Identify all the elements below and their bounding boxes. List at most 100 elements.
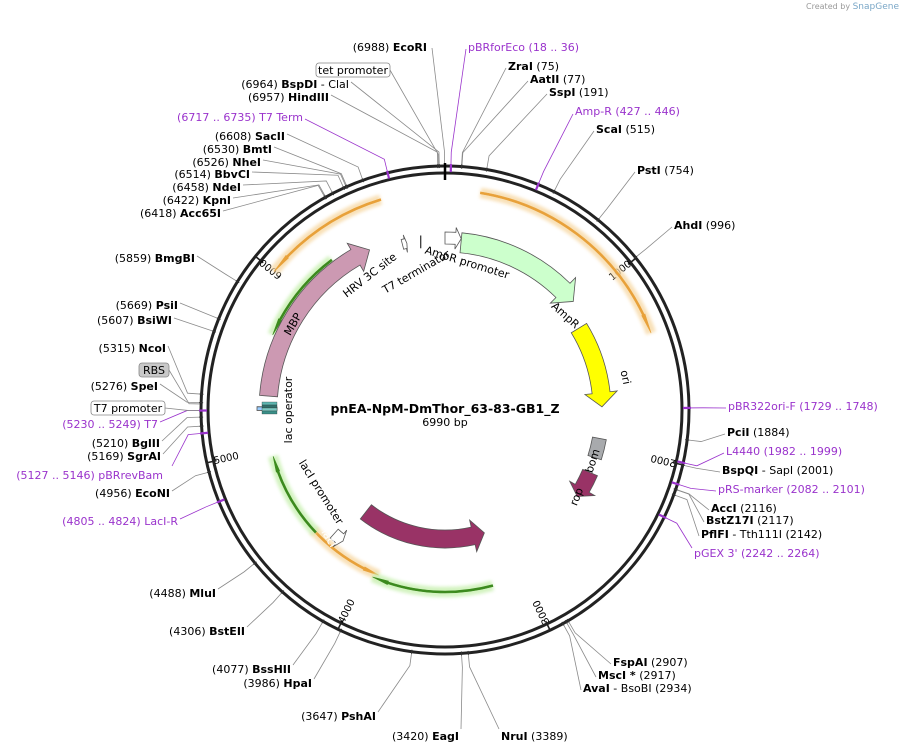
enzyme-site-aatii[interactable]: AatII (77) [530, 73, 585, 86]
enzyme-leader-line [313, 631, 341, 680]
primer-site-amp-r[interactable]: Amp-R (427 .. 446) [575, 105, 680, 118]
primer-leader-line [537, 113, 574, 187]
enzyme-site-scai[interactable]: ScaI (515) [596, 123, 655, 136]
tick-label-3000: 3000 [531, 598, 552, 626]
feature-tag-box [315, 62, 391, 78]
primer-site-laci-r[interactable]: (4805 .. 4824) LacI-R [62, 515, 178, 528]
enzyme-label: (6418) Acc65I [140, 207, 221, 220]
primer-site-l4440[interactable]: L4440 (1982 .. 1999) [726, 445, 842, 458]
enzyme-position: (515) [622, 123, 655, 136]
enzyme-site-ecori[interactable]: (6988) EcoRI [353, 41, 427, 54]
feature-arrow-hrv-3c-site[interactable] [400, 234, 408, 253]
feature-arrow-ori[interactable] [570, 322, 619, 408]
enzyme-site-bsiwi[interactable]: (5607) BsiWI [97, 314, 172, 327]
feature-label-ampr: AmpR [549, 300, 582, 332]
enzyme-site-nhei[interactable]: (6526) NheI [192, 156, 261, 169]
site-marks [198, 163, 692, 656]
enzyme-site-hindiii[interactable]: (6957) HindIII [248, 91, 329, 104]
snapgene-credit: Created by SnapGene [806, 2, 899, 12]
enzyme-site-bsteii[interactable]: (4306) BstEII [169, 625, 245, 638]
enzyme-cut-mark [410, 649, 413, 654]
enzyme-site-sspi[interactable]: SspI (191) [549, 86, 609, 99]
feature-tag-tet-promoter[interactable]: tet promoter [315, 62, 391, 78]
primer-arrow-2 [270, 194, 383, 275]
enzyme-site-pshai[interactable]: (3647) PshAI [301, 710, 376, 723]
enzyme-site-bmgbi[interactable]: (5859) BmgBI [115, 252, 195, 265]
primer-site-t7[interactable]: (5230 .. 5249) T7 [62, 418, 158, 431]
feature-arrow-bom[interactable] [587, 436, 607, 461]
feature-tag-rbs[interactable]: RBS [138, 362, 170, 378]
enzyme-site-mlui[interactable]: (4488) MluI [149, 587, 216, 600]
primer-label: (6717 .. 6735) T7 Term [177, 111, 303, 124]
feature-hrv-3c-site[interactable] [400, 234, 408, 253]
enzyme-site-fspai[interactable]: FspAI (2907) [613, 656, 688, 669]
enzyme-site-sgrai[interactable]: (5169) SgrAI [87, 450, 161, 463]
enzyme-site-bbvci[interactable]: (6514) BbvCI [174, 168, 250, 181]
enzyme-site-sacii[interactable]: (6608) SacII [215, 130, 285, 143]
feature-ampr[interactable] [459, 232, 577, 304]
enzyme-site-pflfi[interactable]: PflFI - Tth111I (2142) [701, 528, 822, 541]
enzyme-cut-mark [596, 218, 600, 222]
enzyme-label: SspI (191) [549, 86, 609, 99]
enzyme-site-psti[interactable]: PstI (754) [637, 164, 694, 177]
enzyme-site-bsshii[interactable]: (4077) BssHII [212, 663, 291, 676]
enzyme-site-acc65i[interactable]: (6418) Acc65I [140, 207, 221, 220]
enzyme-site-eagi[interactable]: (3420) EagI [392, 730, 459, 743]
feature-ori[interactable] [570, 322, 619, 408]
enzyme-site-bglii[interactable]: (5210) BglII [92, 437, 160, 450]
enzyme-site-hpai[interactable]: (3986) HpaI [243, 677, 312, 690]
primer-site-pbr322ori-f[interactable]: pBR322ori-F (1729 .. 1748) [728, 400, 878, 413]
primer-leader-line [159, 410, 204, 423]
feature-arrow-laci-promoter[interactable] [329, 528, 348, 548]
enzyme-site-avai[interactable]: AvaI - BsoBI (2934) [583, 682, 692, 695]
feature-arrow-ampr-promoter[interactable] [444, 227, 462, 250]
enzyme-site-psii[interactable]: (5669) PsiI [116, 299, 178, 312]
enzyme-site-ncoi[interactable]: (5315) NcoI [99, 342, 166, 355]
enzyme-name: BspDI [281, 78, 317, 91]
enzyme-site-bstz17i[interactable]: BstZ17I (2117) [706, 514, 794, 527]
enzyme-cut-mark [633, 255, 638, 260]
feature-laci[interactable] [359, 504, 485, 554]
enzyme-site-bmti[interactable]: (6530) BmtI [203, 143, 272, 156]
enzyme-site-spei[interactable]: (5276) SpeI [91, 380, 158, 393]
primer-site-prs-marker[interactable]: pRS-marker (2082 .. 2101) [718, 483, 865, 496]
feature-arrow-mbp[interactable] [259, 242, 371, 398]
primer-site-pbrforeco[interactable]: pBRforEco (18 .. 36) [468, 41, 579, 54]
enzyme-name: ScaI [596, 123, 622, 136]
feature-ampr-promoter[interactable] [444, 227, 462, 250]
enzyme-site-bspqi[interactable]: BspQI - SapI (2001) [722, 464, 833, 477]
position-ticks: 100020003000400050006000 [205, 255, 684, 632]
enzyme-site-bspdi[interactable]: (6964) BspDI - ClaI [241, 78, 349, 91]
enzyme-site-econi[interactable]: (4956) EcoNI [95, 487, 170, 500]
enzyme-site-nrui[interactable]: NruI (3389) [501, 730, 568, 743]
enzyme-site-kpni[interactable]: (6422) KpnI [163, 194, 231, 207]
enzyme-site-msci[interactable]: MscI * (2917) [598, 669, 676, 682]
feature-mbp[interactable] [259, 242, 371, 398]
primer-site-pgex-3[interactable]: pGEX 3' (2242 .. 2264) [694, 547, 820, 560]
feature-bom[interactable] [587, 436, 607, 461]
enzyme-cut-mark [552, 189, 556, 194]
feature-laci-promoter[interactable] [329, 528, 348, 548]
feature-tag-t7-promoter[interactable]: T7 promoter [90, 400, 166, 416]
feature-rop[interactable] [568, 468, 598, 497]
primer-arrow-line [479, 191, 652, 334]
primer-site-pbrrevbam[interactable]: (5127 .. 5146) pBRrevBam [16, 469, 163, 482]
enzyme-leader-line [554, 130, 595, 191]
feature-arrow-rop[interactable] [568, 468, 598, 497]
feature-t7-terminator[interactable]: ∣ [418, 235, 425, 250]
enzyme-label: (6530) BmtI [203, 143, 272, 156]
enzyme-name: EcoNI [135, 487, 170, 500]
primer-range: (5127 .. 5146) [16, 469, 98, 482]
feature-arrow-ampr[interactable] [459, 232, 577, 304]
enzyme-site-ahdi[interactable]: AhdI (996) [674, 219, 735, 232]
enzyme-cut-mark [216, 317, 221, 320]
enzyme-site-ndei[interactable]: (6458) NdeI [172, 181, 241, 194]
enzyme-site-pcii[interactable]: PciI (1884) [727, 426, 790, 439]
enzyme-site-acci[interactable]: AccI (2116) [711, 502, 777, 515]
enzyme-site-zrai[interactable]: ZraI (75) [508, 60, 559, 73]
primer-site-t7-term[interactable]: (6717 .. 6735) T7 Term [177, 111, 303, 124]
feature-arrow-laci[interactable] [359, 504, 485, 554]
enzyme-leader-line [262, 159, 347, 187]
enzyme-position: (5169) [87, 450, 127, 463]
enzyme-position: (3420) [392, 730, 432, 743]
